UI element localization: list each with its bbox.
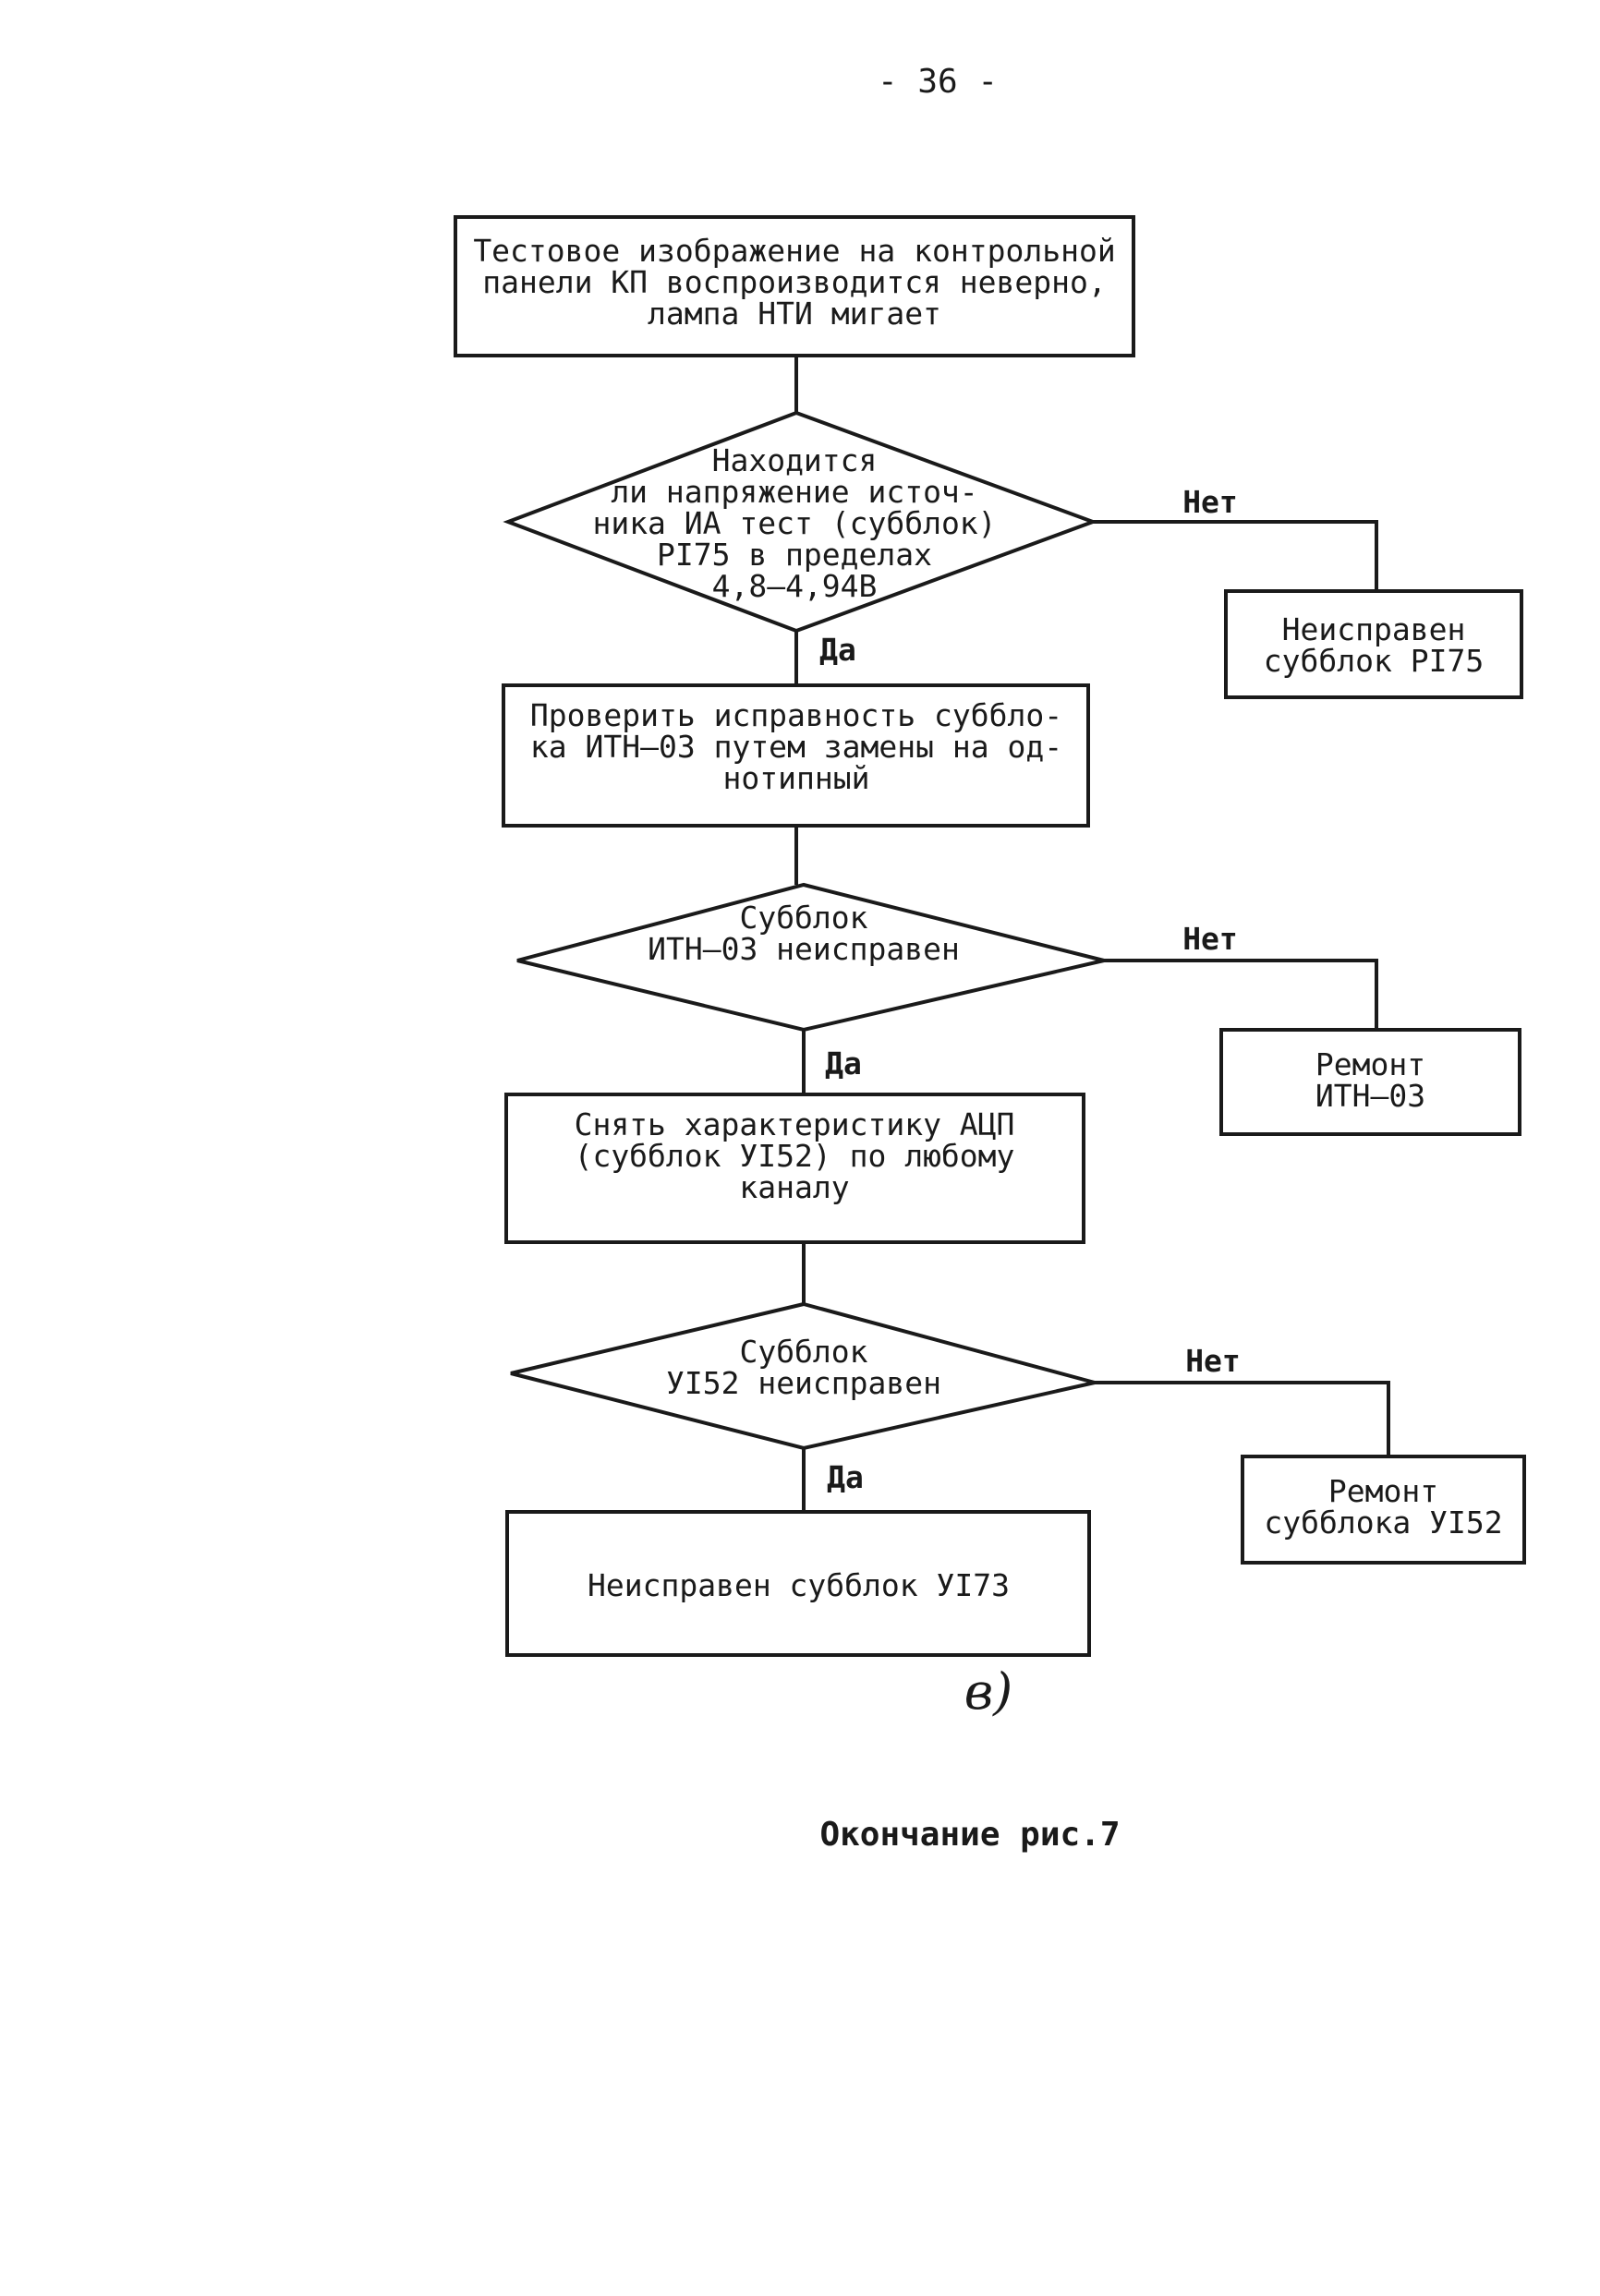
decision-1-yes-label: Да bbox=[819, 632, 856, 668]
page-number: - 36 - bbox=[877, 63, 999, 101]
figure-caption: Окончание рис.7 bbox=[819, 1816, 1121, 1854]
end-box-text: Неисправен субблок УI73 bbox=[588, 1567, 1010, 1603]
decision-3-no-label: Нет bbox=[1185, 1343, 1241, 1379]
connector-d2-no bbox=[1104, 959, 1378, 1030]
decision-3-yes-label: Да bbox=[827, 1459, 864, 1495]
decision-1-no-label: Нет bbox=[1182, 484, 1238, 520]
connector-d1-no bbox=[1093, 520, 1378, 591]
decision-1-text: Находится ли напряжение источ- ника ИА т… bbox=[592, 442, 997, 604]
figure-variant-label: в) bbox=[964, 1662, 1013, 1721]
decision-2-yes-label: Да bbox=[825, 1045, 862, 1082]
step-2-text: Снять характеристику АЦП (субблок УI52) … bbox=[574, 1106, 1015, 1205]
step-2-shape bbox=[504, 1093, 1085, 1244]
end-box-shape bbox=[505, 1510, 1091, 1657]
decision-2-no-label: Нет bbox=[1182, 921, 1238, 957]
start-box-text: Тестовое изображение на контрольной пане… bbox=[473, 233, 1116, 332]
decision-1-no-box-shape bbox=[1224, 589, 1523, 699]
decision-3-no-box-shape bbox=[1241, 1455, 1526, 1565]
decision-1-no-box-text: Неисправен субблок РI75 bbox=[1263, 611, 1485, 679]
decision-2-text: Субблок ИТН–03 неисправен bbox=[648, 900, 960, 967]
step-1-text: Проверить исправность суббло- ка ИТН–03 … bbox=[529, 697, 1063, 796]
connector-d3-no bbox=[1095, 1381, 1390, 1456]
decision-2-no-box-text: Ремонт ИТН–03 bbox=[1315, 1046, 1426, 1114]
decision-3-text: Субблок УI52 неисправен bbox=[665, 1334, 941, 1401]
decision-3-no-box-text: Ремонт субблока УI52 bbox=[1264, 1473, 1503, 1541]
decision-2-no-box-shape bbox=[1219, 1028, 1521, 1136]
